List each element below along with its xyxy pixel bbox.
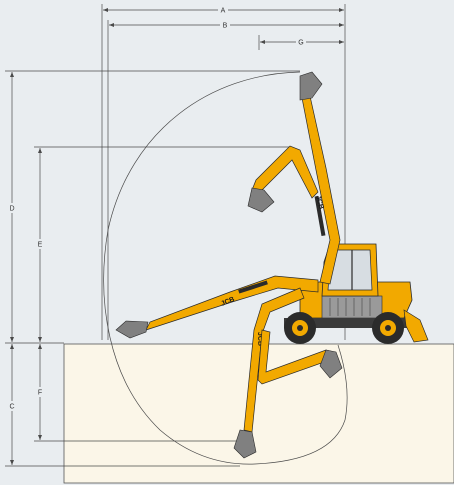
wheel-front xyxy=(284,312,316,344)
dim-label-g: G xyxy=(298,40,303,47)
stabilizer xyxy=(403,309,429,343)
brand-label-dig: JCB xyxy=(256,332,263,346)
dim-label-b: B xyxy=(223,23,228,30)
reach-envelope xyxy=(103,71,348,465)
dim-label-d: D xyxy=(9,206,14,213)
arm-pose-mid xyxy=(247,145,319,213)
engine-cover xyxy=(321,295,383,319)
arrowheads xyxy=(10,8,344,465)
arm-pose-high: JCB xyxy=(299,71,341,285)
top-dim-label-bgs xyxy=(218,5,306,47)
arm-pose-curl xyxy=(257,329,343,385)
wheel-rear xyxy=(372,312,404,344)
undercarriage xyxy=(284,318,412,328)
arm-pose-horizontal: JCB xyxy=(115,275,319,339)
left-dim-label-bgs xyxy=(6,203,46,411)
left-dimensions xyxy=(5,70,300,467)
dim-label-e: E xyxy=(38,242,43,249)
brand-label-horizontal: JCB xyxy=(220,296,236,308)
dim-label-c: C xyxy=(9,404,14,411)
dim-label-a: A xyxy=(221,8,226,15)
excavator-machine xyxy=(284,243,429,344)
dim-label-f: F xyxy=(38,390,42,397)
brand-label-high: JCB xyxy=(314,195,324,210)
